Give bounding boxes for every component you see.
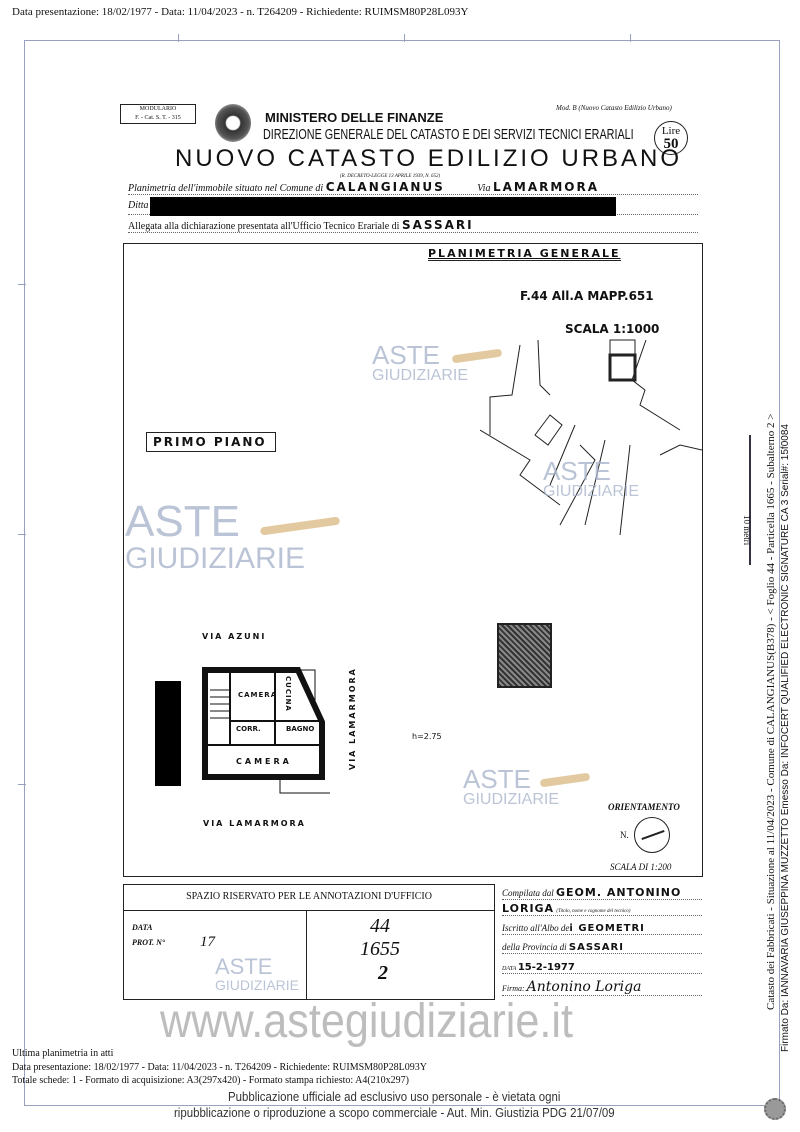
via-value: LAMARMORA: [492, 180, 600, 194]
compilata-label: Compilata dal: [502, 888, 554, 898]
compiler-line1: Compilata dal GEOM. ANTONINO: [502, 886, 702, 900]
compiler-date: 15-2-1977: [517, 962, 575, 973]
title-note: (Titolo, nome e cognome del tecnico): [556, 909, 631, 914]
office-box: [123, 884, 495, 1000]
prot-value: 17: [200, 934, 215, 950]
orientamento-label: ORIENTAMENTO: [608, 802, 680, 812]
modulario-code: F. - Cat. S. T. - 315: [135, 115, 181, 121]
seal-icon: [764, 1098, 786, 1120]
ultima-planimetria: Ultima planimetria in atti: [12, 1048, 114, 1059]
signature: Antonino Loriga: [526, 979, 642, 995]
room-label: CAMERA: [236, 757, 292, 766]
direzione: DIREZIONE GENERALE DEL CATASTO E DEI SER…: [263, 126, 634, 143]
revenue-stamp: [497, 623, 552, 688]
albo-value: i GEOMETRI: [569, 923, 645, 934]
page-frame: [24, 40, 780, 1106]
room-label: CORR.: [236, 725, 261, 733]
planimetria-generale-label: PLANIMETRIA GENERALE: [428, 247, 621, 261]
street-label-top: VIA AZUNI: [202, 632, 267, 641]
side-signature-text: Firmato Da: IANNAVARIA GIUSEPPINA MUZZET…: [780, 424, 791, 1052]
compiler-name: GEOM. ANTONINO: [556, 886, 682, 899]
street-label-right: VIA LAMARMORA: [348, 667, 357, 770]
site-map: [480, 339, 702, 535]
scala-generale: SCALA 1:1000: [565, 322, 660, 336]
lire-value: 50: [663, 136, 679, 152]
iscritto-label: Iscritto all'Albo de: [502, 923, 570, 933]
compass-icon: [634, 817, 670, 853]
room-label: CAMERA: [238, 691, 278, 699]
ministry: MINISTERO DELLE FINANZE: [265, 110, 444, 125]
compiler-line6: Firma: Antonino Loriga: [502, 979, 702, 996]
provincia-value: SASSARI: [568, 942, 624, 953]
street-label-bottom: VIA LAMARMORA: [203, 819, 306, 828]
prot-label: PROT. N°: [132, 938, 166, 947]
decree: (R. DECRETO-LEGGE 13 APRILE 1939, N. 652…: [340, 174, 441, 179]
mod-label: Mod. B (Nuovo Catasto Edilizio Urbano): [556, 104, 672, 112]
floor-label: PRIMO PIANO: [146, 432, 276, 452]
lire-label: Lire: [661, 125, 681, 137]
allegata-label: Allegata alla dichiarazione presentata a…: [128, 221, 400, 232]
allegata-line: Allegata alla dichiarazione presentata a…: [128, 218, 698, 233]
ufficio-value: SASSARI: [401, 218, 474, 232]
foglio-value: 44: [370, 915, 390, 937]
plan-scale: SCALA DI 1:200: [610, 862, 672, 872]
ditta-label: Ditta: [128, 200, 149, 211]
mappale-label: F.44 All.A MAPP.651: [520, 289, 654, 303]
compiler-line4: della Provincia di SASSARI: [502, 942, 702, 954]
north-label: N.: [620, 830, 629, 840]
height-label: h=2.75: [412, 732, 442, 741]
legal-notice-1: Pubblicazione ufficiale ad esclusivo uso…: [228, 1089, 561, 1104]
scale-bar-label: 10 metri: [742, 515, 752, 546]
compiler-surname: LORIGA: [502, 902, 555, 915]
redaction-bar-2: [155, 681, 181, 786]
top-bar: Data presentazione: 18/02/1977 - Data: 1…: [12, 6, 469, 18]
room-label: CUCINA: [284, 676, 292, 712]
planimetria-label: Planimetria dell'immobile situato nel Co…: [128, 183, 324, 194]
compiler-line3: Iscritto all'Albo dei GEOMETRI: [502, 923, 702, 935]
footer-line1: Data presentazione: 18/02/1977 - Data: 1…: [12, 1062, 427, 1073]
subalterno-value: 2: [378, 962, 388, 984]
scale-bar: [749, 435, 751, 565]
side-cadastre-text: Catasto dei Fabbricati - Situazione al 1…: [765, 413, 777, 1010]
firma-label: Firma:: [502, 984, 525, 993]
comune-value: CALANGIANUS: [325, 180, 445, 194]
planimetria-line: Planimetria dell'immobile situato nel Co…: [128, 180, 698, 195]
modulario-box: MODULARIO F. - Cat. S. T. - 315: [120, 104, 196, 124]
watermark-url: www.astegiudiziarie.it: [160, 995, 573, 1048]
emblem-icon: [215, 104, 251, 142]
via-label: Via: [477, 183, 491, 194]
compiler-line2: LORIGA (Titolo, nome e cognome del tecni…: [502, 902, 702, 916]
particella-value: 1655: [360, 938, 400, 960]
modulario-label: MODULARIO: [139, 106, 177, 112]
office-header: SPAZIO RISERVATO PER LE ANNOTAZIONI D'UF…: [186, 891, 432, 902]
compiler-line5: DATA 15-2-1977: [502, 962, 702, 974]
provincia-label: della Provincia di: [502, 942, 567, 952]
legal-notice-2: ripubblicazione o riproduzione a scopo c…: [174, 1105, 615, 1120]
floor-plan: [202, 667, 330, 794]
data-label: DATA: [132, 923, 153, 932]
drawing-area: [123, 243, 703, 877]
room-label: BAGNO: [286, 725, 315, 733]
footer-line2: Totale schede: 1 - Formato di acquisizio…: [12, 1075, 409, 1086]
compiler-date-label: DATA: [502, 966, 517, 972]
redaction-bar: [150, 197, 616, 216]
form-title: NUOVO CATASTO EDILIZIO URBANO: [175, 145, 683, 172]
